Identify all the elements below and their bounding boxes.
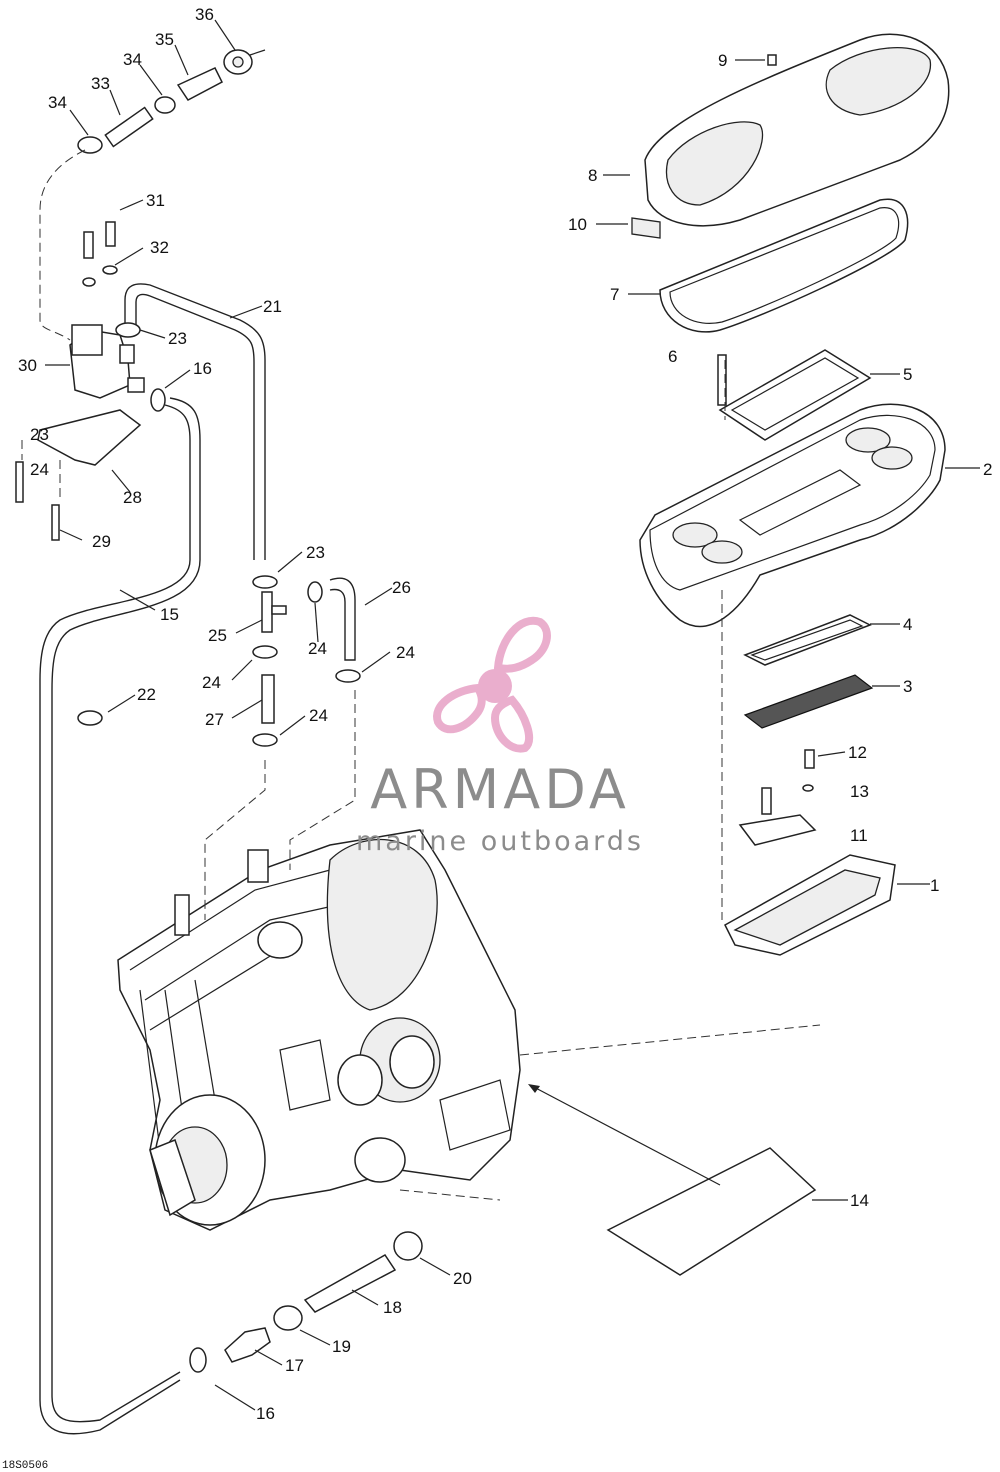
callout-label: 35 — [155, 30, 174, 49]
hose-18 — [303, 1254, 397, 1313]
hose-33 — [104, 106, 154, 148]
screw-31b — [105, 221, 116, 247]
filter-screen-3 — [743, 674, 874, 729]
valve-30 — [69, 324, 145, 399]
callout-label: 22 — [137, 685, 156, 704]
callout-label: 12 — [848, 743, 867, 762]
callout-label: 31 — [146, 191, 165, 210]
callout-label: 34 — [123, 50, 142, 69]
callout-label: 24 — [396, 643, 415, 662]
callout-label: 21 — [263, 297, 282, 316]
air-box-cover — [644, 33, 950, 227]
callout-label: 14 — [850, 1191, 869, 1210]
callout-label: 15 — [160, 605, 179, 624]
callout-label: 4 — [903, 615, 912, 634]
callout-label: 24 — [308, 639, 327, 658]
clamps — [77, 96, 361, 1373]
clamp-20 — [393, 1231, 423, 1261]
callout-label: 23 — [306, 543, 325, 562]
callout-label: 30 — [18, 356, 37, 375]
callout-label: 9 — [718, 51, 727, 70]
screw-9 — [767, 54, 777, 66]
watermark-title: ARMADA — [370, 758, 630, 821]
callout-label: 32 — [150, 238, 169, 257]
callout-label: 16 — [193, 359, 212, 378]
hose-27 — [261, 674, 275, 724]
callout-label: 36 — [195, 5, 214, 24]
callout-label: 34 — [48, 93, 67, 112]
callout-label: 7 — [610, 285, 619, 304]
bracket-28 — [37, 409, 142, 466]
drawing-code: 18S0506 — [2, 1460, 48, 1472]
callout-label: 2 — [983, 460, 992, 479]
fitting-35 — [176, 67, 223, 101]
callout-label: 29 — [92, 532, 111, 551]
air-box-base — [724, 749, 896, 956]
engine-block — [117, 829, 521, 1231]
callout-label: 13 — [850, 782, 869, 801]
air-box-body — [639, 403, 946, 627]
callout-labels: 1 2 3 4 5 6 7 8 9 10 11 12 13 14 15 16 1… — [18, 5, 992, 1423]
gasket-4 — [743, 614, 872, 666]
callout-label: 24 — [309, 706, 328, 725]
propeller-logo — [433, 616, 551, 753]
callout-label: 26 — [392, 578, 411, 597]
callout-label: 19 — [332, 1337, 351, 1356]
screw-31a — [83, 231, 94, 259]
callout-label: 6 — [668, 347, 677, 366]
callout-label: 33 — [91, 74, 110, 93]
callout-label: 8 — [588, 166, 597, 185]
callout-label: 28 — [123, 488, 142, 507]
callout-label: 24 — [202, 673, 221, 692]
callout-label: 17 — [285, 1356, 304, 1375]
hose-26 — [329, 577, 356, 661]
watermark-subtitle: marine outboards — [356, 826, 644, 857]
hose-21 — [124, 283, 266, 560]
plate-10 — [631, 217, 661, 239]
callout-label: 11 — [850, 826, 868, 845]
clamp-19 — [273, 1305, 303, 1331]
callout-label: 25 — [208, 626, 227, 645]
callout-label: 3 — [903, 677, 912, 696]
callout-label: 23 — [30, 425, 49, 444]
callout-label: 23 — [168, 329, 187, 348]
callout-label: 24 — [30, 460, 49, 479]
fitting-17 — [224, 1327, 271, 1363]
cover-gasket — [659, 198, 909, 333]
callout-label: 16 — [256, 1404, 275, 1423]
callout-label: 5 — [903, 365, 912, 384]
leader-lines — [45, 19, 980, 1411]
callout-label: 1 — [930, 876, 939, 895]
t-fitting-25 — [261, 591, 273, 633]
hose-15 — [39, 404, 191, 1435]
callout-label: 18 — [383, 1298, 402, 1317]
plate-14 — [606, 1147, 817, 1276]
intake-plate — [717, 349, 872, 441]
callout-label: 27 — [205, 710, 224, 729]
callout-label: 10 — [568, 215, 587, 234]
assembly-lines — [21, 149, 821, 1201]
callout-label: 20 — [453, 1269, 472, 1288]
